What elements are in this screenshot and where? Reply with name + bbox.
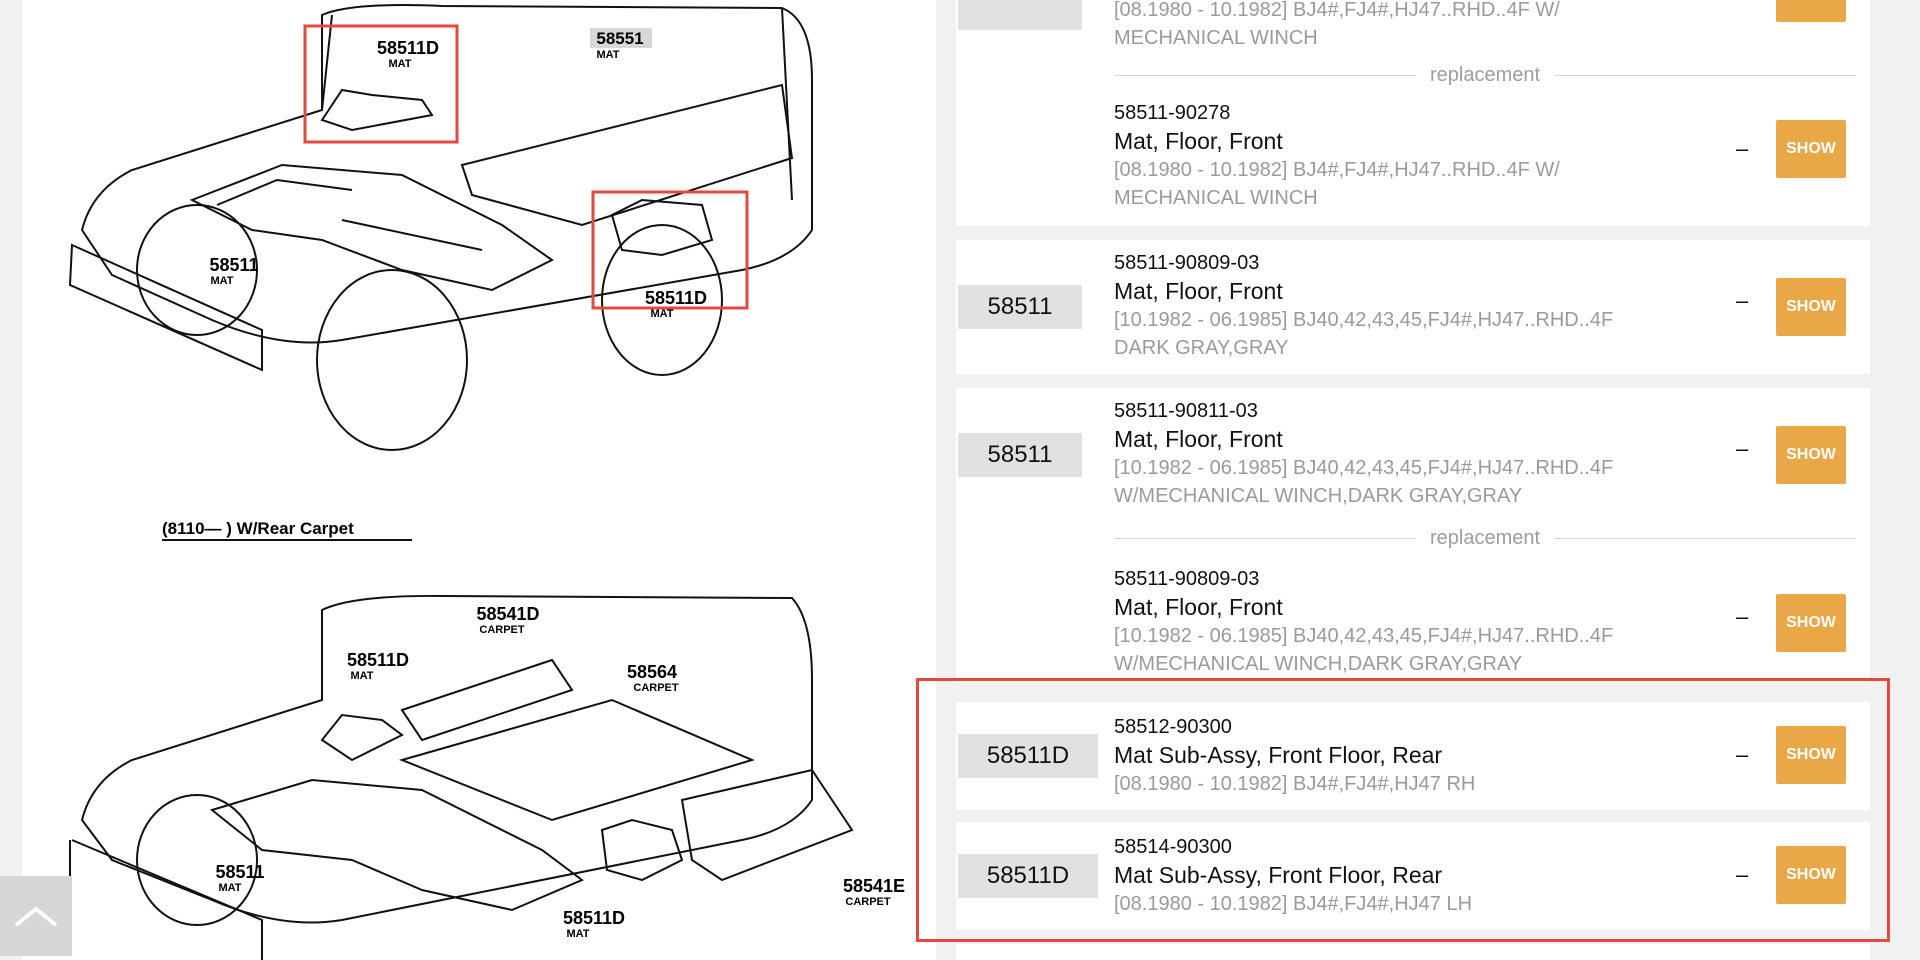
label-58511d-d: 58511D — [563, 908, 625, 928]
front-floor-mat-bottom — [209, 778, 584, 912]
label-58541d: 58541D — [476, 604, 539, 624]
ref-number-badge: 58511D — [958, 734, 1098, 778]
part-name: Mat, Floor, Front — [1114, 426, 1283, 452]
quantity: – — [1736, 862, 1749, 887]
highlight-box-58511d-top — [303, 24, 459, 144]
parts-group: 58511D 58514-90300 Mat Sub-Assy, Front F… — [956, 822, 1870, 930]
show-button[interactable]: SHOW — [1776, 726, 1846, 784]
chevron-up-icon — [14, 906, 58, 927]
part-description: [08.1980 - 10.1982] BJ4#,FJ4#,HJ47..RHD.… — [1114, 0, 1560, 49]
part-description: [10.1982 - 06.1985] BJ40,42,43,45,FJ4#,H… — [1114, 625, 1614, 675]
wheel-mid-top — [316, 269, 468, 451]
mat-58511d-bottom-right — [600, 818, 684, 882]
quantity: – — [1736, 742, 1749, 767]
show-button[interactable]: SHOW — [1776, 278, 1846, 336]
show-button[interactable]: SHOW — [1776, 120, 1846, 178]
part-name: Mat, Floor, Front — [1114, 594, 1283, 620]
part-name: Mat Sub-Assy, Front Floor, Rear — [1114, 742, 1443, 768]
label-mat-d: MAT — [650, 308, 673, 320]
rear-carpet-58541d — [400, 658, 574, 742]
vehicle-body-bottom — [80, 594, 813, 924]
parts-list: [08.1980 - 10.1982] BJ4#,FJ4#,HJ47..RHD.… — [956, 0, 1870, 960]
wheel-rear-top — [601, 224, 723, 376]
show-button[interactable]: SHOW — [1776, 594, 1846, 652]
front-bumper-bottom — [69, 839, 263, 960]
quantity: – — [1736, 436, 1749, 461]
quantity: – — [1736, 136, 1749, 161]
mat-58511d-right — [610, 198, 714, 257]
mat-58511d-left — [320, 88, 434, 132]
replacement-label: replacement — [1429, 526, 1541, 549]
cargo-floor-top — [460, 83, 794, 227]
label-mat-c: MAT — [210, 275, 233, 287]
wheel-front-top — [136, 204, 258, 336]
replacement-separator: replacement — [1114, 60, 1856, 90]
highlight-box-58511d-right — [591, 190, 749, 310]
selection-highlight-box — [916, 678, 1890, 942]
side-carpet-58541e — [680, 768, 854, 882]
parts-diagram[interactable]: 58511D MAT 58551 MAT 58511 MAT 58511D MA… — [22, 0, 936, 960]
label-58541e: 58541E — [843, 876, 905, 896]
part-description: [08.1980 - 10.1982] BJ4#,FJ4#,HJ47 RH — [1114, 773, 1476, 795]
quantity: – — [1736, 604, 1749, 629]
front-bumper-top — [68, 243, 263, 372]
show-button[interactable]: SHOW — [1776, 426, 1846, 484]
label-58511d-a: 58511D — [377, 38, 439, 58]
label-carpet-c: CARPET — [845, 896, 891, 908]
parts-group: [08.1980 - 10.1982] BJ4#,FJ4#,HJ47..RHD.… — [956, 0, 1870, 226]
mat-58511d-bottom-left — [320, 713, 404, 762]
label-58511d-c: 58511D — [347, 650, 409, 670]
label-58511-b: 58511 — [215, 862, 264, 882]
label-mat-b: MAT — [596, 49, 619, 61]
label-mat-f: MAT — [218, 882, 241, 894]
label-carpet-b: CARPET — [633, 682, 679, 694]
replacement-separator: replacement — [1114, 523, 1856, 553]
wheel-front-bottom — [136, 794, 258, 926]
part-description: [10.1982 - 06.1985] BJ40,42,43,45,FJ4#,H… — [1114, 457, 1614, 507]
part-description: [10.1982 - 06.1985] BJ40,42,43,45,FJ4#,H… — [1114, 309, 1614, 359]
parts-diagram-panel: 58511D MAT 58551 MAT 58511 MAT 58511D MA… — [22, 0, 936, 960]
part-name: Mat, Floor, Front — [1114, 128, 1283, 154]
part-number: 58511-90811-03 — [1114, 400, 1258, 422]
part-description: [08.1980 - 10.1982] BJ4#,FJ4#,HJ47..RHD.… — [1114, 159, 1560, 209]
quantity: – — [1736, 288, 1749, 313]
label-58564: 58564 — [627, 662, 677, 682]
part-number: 58511-90809-03 — [1114, 568, 1260, 590]
label-carpet-a: CARPET — [479, 624, 525, 636]
label-mat-g: MAT — [566, 928, 589, 940]
cargo-floor-bottom — [398, 698, 755, 822]
parts-group-partial — [956, 944, 1870, 960]
label-bg-58551 — [590, 28, 652, 48]
replacement-label: replacement — [1429, 63, 1541, 86]
scroll-to-top-button[interactable] — [0, 876, 72, 956]
ref-number-badge: 58511D — [958, 854, 1098, 898]
show-button[interactable]: SHOW — [1776, 846, 1846, 904]
parts-group: 58511D 58512-90300 Mat Sub-Assy, Front F… — [956, 702, 1870, 810]
front-floor-mat-top — [189, 163, 554, 292]
parts-group: 58511 58511-90811-03 Mat, Floor, Front [… — [956, 388, 1870, 682]
part-number: 58511-90809-03 — [1114, 252, 1260, 274]
label-mat-e: MAT — [350, 670, 373, 682]
part-name: Mat, Floor, Front — [1114, 278, 1283, 304]
label-58511-a: 58511 — [209, 255, 258, 275]
part-name: Mat Sub-Assy, Front Floor, Rear — [1114, 862, 1443, 888]
part-number: 58511-90278 — [1114, 102, 1231, 124]
ref-number-badge — [958, 0, 1082, 30]
label-58511d-b: 58511D — [645, 288, 707, 308]
label-58551: 58551 — [596, 29, 643, 48]
part-number: 58512-90300 — [1114, 716, 1232, 738]
ref-number-badge: 58511 — [958, 433, 1082, 477]
diagram-caption: (8110— ) W/Rear Carpet — [162, 519, 354, 538]
parts-group: 58511 58511-90809-03 Mat, Floor, Front [… — [956, 240, 1870, 374]
vehicle-body-top — [80, 4, 813, 344]
ref-number-badge: 58511 — [958, 285, 1082, 329]
part-description: [08.1980 - 10.1982] BJ4#,FJ4#,HJ47 LH — [1114, 893, 1473, 915]
label-mat-a: MAT — [388, 58, 411, 70]
show-button-partial[interactable] — [1776, 0, 1846, 22]
part-number: 58514-90300 — [1114, 836, 1232, 858]
